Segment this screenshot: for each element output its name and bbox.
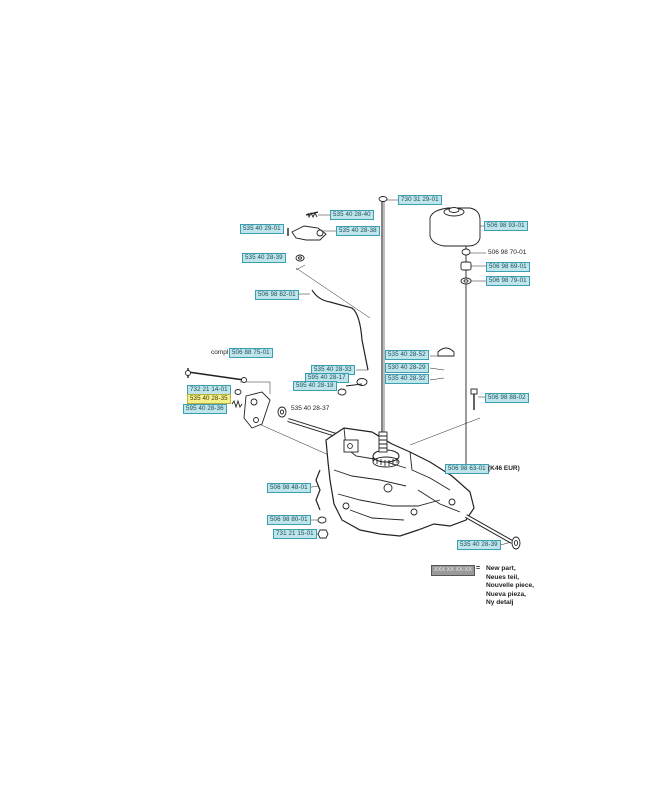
part-label-530-40-28-29: 530 40 28-29 [385, 363, 429, 373]
legend-line-es: Nueva pieza, [486, 590, 526, 598]
legend-new-part-swatch: XXX XX XX-XX [431, 565, 475, 576]
compl-text: compl [211, 349, 229, 356]
part-label-506-98-79: 506 98 79-01 [486, 276, 530, 286]
part-label-535-40-28-32: 535 40 28-32 [385, 374, 429, 384]
part-label-730-31-29: 730 31 29-01 [398, 195, 442, 205]
legend-line-fr: Nouvelle piece, [486, 582, 535, 590]
part-label-506-98-80: 506 98 80-01 [267, 515, 311, 525]
part-label-595-40-28-18: 595 40 28-18 [293, 381, 337, 391]
part-label-506-98-48: 506 98 48-01 [267, 483, 311, 493]
part-label-506-98-69: 506 98 69-01 [486, 262, 530, 272]
part-label-535-40-28-38: 535 40 28-38 [336, 226, 380, 236]
part-label-506-98-88: 506 98 88-02 [485, 393, 529, 403]
legend-line-en: New part, [486, 565, 516, 572]
part-label-535-40-28-35-new: 535 40 28-35 [187, 394, 231, 404]
part-label-506-98-70: 506 98 70-01 [488, 249, 527, 256]
legend-line-de: Neues teil, [486, 573, 519, 581]
part-label-506-98-93: 506 98 93-01 [484, 221, 528, 231]
part-label-506-98-82: 506 98 82-01 [255, 290, 299, 300]
part-label-506-98-63: 506 98 63-01 [445, 464, 489, 474]
k46-eur-text: (K46 EUR) [488, 465, 520, 472]
part-label-731-21-15: 731 21 15-01 [273, 529, 317, 539]
legend-equals: = [476, 565, 481, 572]
part-label-535-40-28-52: 535 40 28-52 [385, 350, 429, 360]
legend-text: New part, Neues teil, Nouvelle piece, Nu… [486, 565, 534, 608]
part-label-535-40-28-39: 535 40 28-39 [242, 253, 286, 263]
part-label-595-40-28-36: 595 40 28-36 [183, 404, 227, 414]
part-label-535-40-28-37: 535 40 28-37 [291, 405, 330, 412]
part-label-506-88-75: 506 88 75-01 [229, 348, 273, 358]
legend-line-sv: Ny detalj [486, 599, 514, 607]
part-label-535-40-28-40: 535 40 28-40 [330, 210, 374, 220]
part-label-535-40-28-39b: 535 40 28-39 [457, 540, 501, 550]
part-label-535-40-29-01: 535 40 29-01 [240, 224, 284, 234]
